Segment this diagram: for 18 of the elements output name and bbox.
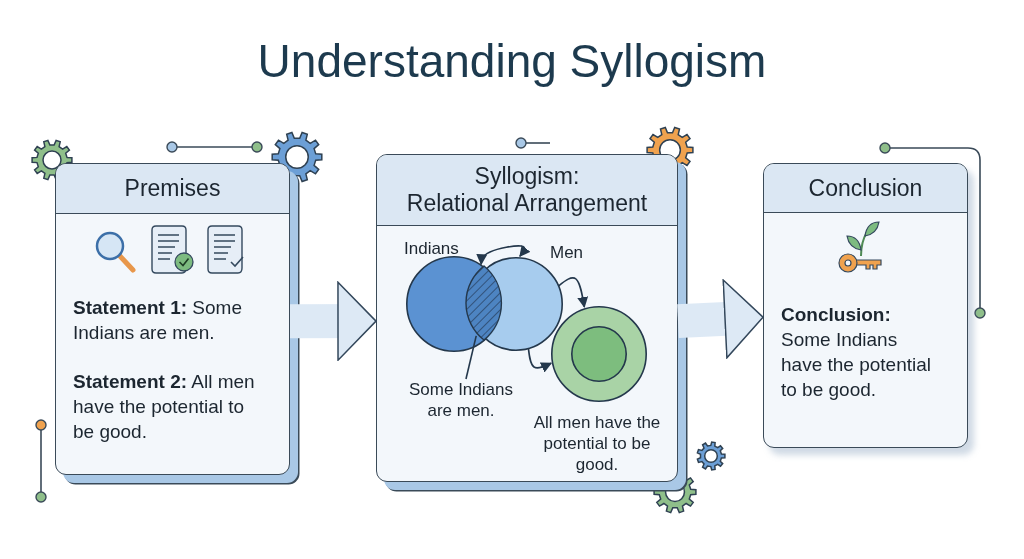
statement-text: Statement 1: Some Indians are men. [73,296,243,345]
flow-arrow [677,279,764,359]
curved-arrow [557,277,589,309]
card-heading: Conclusion [764,164,967,213]
card-heading: Premises [56,164,289,214]
card-heading: Syllogism: Relational Arrangement [377,155,677,226]
leader-line [465,335,477,380]
set-label: Indians [404,238,460,259]
set-label: All men have the potential to be good. [532,412,662,475]
annotation-text: Some Indians are men. [397,379,525,421]
curved-arrow [476,245,531,266]
card-panel [763,163,968,448]
statement-text: Conclusion: Some Indians have the potential to be good. [781,303,932,402]
statement-text: Statement 2: All men have the potential to be good. [73,370,256,444]
set-label: Men [550,242,585,263]
curved-arrow [527,347,553,373]
title: Understanding Syllogism [256,34,768,88]
flow-arrow [289,281,377,361]
